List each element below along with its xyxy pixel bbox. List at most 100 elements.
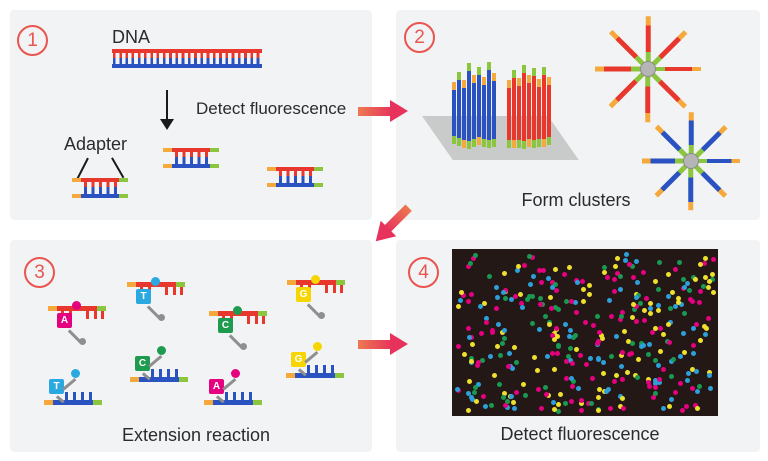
fluorescence-dot — [486, 274, 492, 280]
fluorescence-dot — [573, 299, 579, 305]
fluorescence-dot — [552, 337, 558, 343]
fluorescence-dot — [548, 295, 554, 301]
fluorescence-dot — [569, 398, 575, 404]
fluorescence-dot — [587, 356, 593, 362]
fluorescence-dot — [469, 397, 475, 403]
fluorescence-dot — [500, 290, 506, 296]
fluorescence-dot — [665, 272, 671, 278]
fluorescence-dot — [479, 331, 484, 337]
fluorescence-dot — [502, 336, 508, 342]
fluorescence-dot — [466, 298, 472, 304]
fragment-top-strand — [163, 148, 219, 152]
fragment-rungs-upper — [84, 182, 117, 187]
fluorescence-dot — [516, 263, 522, 269]
strand-tooth — [233, 392, 236, 400]
fluorescence-dot — [630, 263, 636, 269]
fluorescence-dot — [537, 267, 543, 273]
fluorescence-dot — [656, 363, 662, 369]
fluorescence-dot — [678, 302, 684, 308]
fluorescence-dot — [680, 331, 686, 337]
fluorescence-dot — [538, 302, 544, 308]
nucleotide-base-square: C — [135, 356, 150, 371]
fluorescence-dot — [618, 273, 624, 279]
fluorescence-dot — [691, 343, 697, 349]
fluorescence-dot — [495, 344, 501, 350]
fluorescence-dot — [469, 359, 475, 365]
fluorescence-dot — [702, 274, 708, 280]
fluorescence-dot — [476, 359, 482, 365]
fluorescence-dot — [531, 274, 537, 280]
fluorescence-dot — [622, 257, 628, 263]
fluorescence-dot — [653, 377, 659, 383]
fluorescence-dot — [701, 284, 707, 290]
step2-panel — [396, 10, 760, 220]
fluorescence-dot — [544, 353, 550, 359]
fluorescence-dot — [690, 298, 696, 304]
fluorescence-dot — [558, 392, 564, 398]
fluorescence-dot — [645, 377, 651, 383]
strand-tooth — [94, 310, 97, 319]
fluorescence-dot — [601, 370, 607, 376]
fluorescence-dot — [568, 358, 574, 364]
template-strand — [130, 377, 188, 382]
fluorescence-dot — [537, 296, 543, 302]
dna-rungs-upper — [113, 53, 261, 58]
fluorescence-dot — [614, 270, 620, 276]
flow-arrow — [358, 100, 408, 122]
fluorescence-dot — [551, 407, 557, 413]
template-strand — [286, 373, 344, 378]
fluorescence-dot — [507, 351, 513, 357]
fluorescence-dot — [706, 372, 712, 378]
fluorescence-dot — [525, 296, 531, 302]
fluorescence-dot — [653, 278, 659, 284]
fluorescence-dot — [697, 337, 703, 343]
fragment-rungs-lower — [279, 176, 312, 183]
step3-caption: Extension reaction — [121, 425, 271, 445]
fluorescence-dot — [652, 385, 658, 391]
fluorescence-dot — [667, 306, 673, 312]
fluorescence-dot — [647, 383, 653, 389]
fluorescence-dot — [625, 339, 631, 345]
fluorescence-dot — [708, 385, 714, 391]
fluorescence-dot — [642, 317, 648, 323]
fluorescence-dot — [568, 328, 574, 334]
fluorescence-dot — [665, 294, 671, 300]
fluorophore-dot — [151, 277, 160, 286]
fluorescence-dot — [612, 276, 618, 282]
fluorescence-dot — [660, 405, 666, 411]
fluorescence-dot — [617, 317, 623, 323]
strand-tooth — [167, 369, 170, 377]
blocker-dot — [240, 343, 247, 350]
fluorescence-dot — [551, 400, 557, 406]
fluorescence-dot — [583, 320, 589, 326]
fluorescence-dot — [556, 409, 562, 415]
fluorescence-dot — [580, 298, 586, 304]
fluorescence-dot — [513, 389, 519, 395]
fluorescence-dot — [660, 332, 666, 338]
fluorescence-dot — [667, 404, 673, 410]
fluorescence-dot — [619, 377, 625, 383]
fluorescence-dot — [502, 327, 508, 333]
fluorescence-dot — [500, 395, 506, 401]
fluorescence-dot — [594, 313, 600, 319]
fluorescence-dot — [702, 331, 708, 337]
fluorescence-dot — [594, 341, 600, 347]
fluorescence-dot — [631, 302, 637, 308]
fluorescence-dot — [509, 366, 515, 372]
fluorescence-dot — [618, 403, 624, 409]
fluorescence-dot — [590, 376, 596, 382]
strand-tooth — [315, 365, 318, 373]
fluorescence-dot — [676, 300, 682, 306]
star-core — [640, 61, 656, 77]
fluorescence-dot — [668, 374, 674, 380]
fragment-rungs-upper — [279, 171, 312, 176]
fluorescence-dot — [629, 341, 635, 347]
fluorescence-dot — [556, 307, 562, 313]
fluorescence-dot — [497, 353, 503, 359]
strand-tooth — [333, 284, 336, 293]
fluorescence-dot — [620, 349, 626, 355]
fluorescence-dot — [655, 303, 661, 309]
strand-tooth — [262, 315, 265, 324]
fluorescence-dot — [546, 393, 552, 399]
adapter-label: Adapter — [64, 134, 128, 154]
